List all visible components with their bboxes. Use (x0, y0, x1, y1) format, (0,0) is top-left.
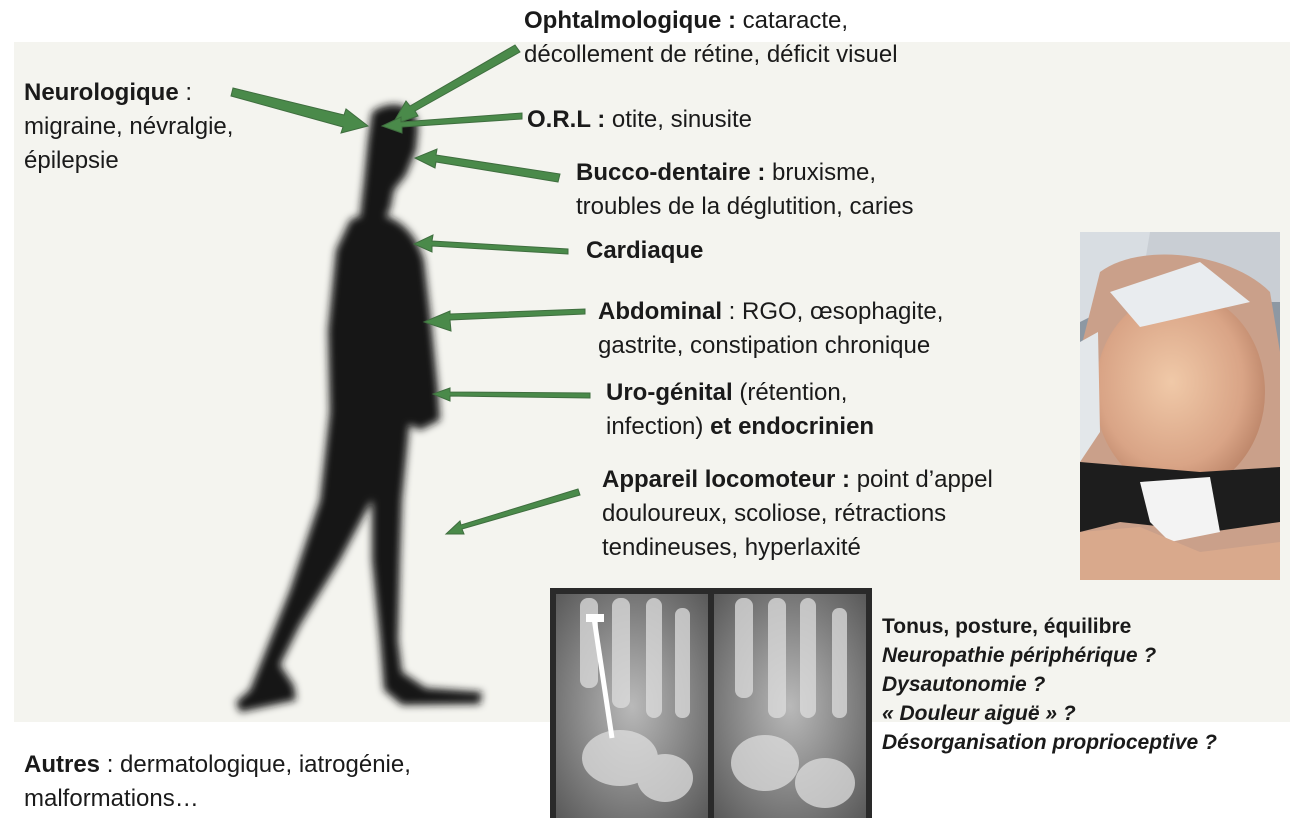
arrow-bucco (415, 149, 560, 182)
label-cardiaque: Cardiaque (586, 234, 703, 268)
arrow-cardiaque (414, 235, 568, 254)
label-autres: Autres : dermatologique, iatrogénie, mal… (24, 748, 411, 816)
walking-silhouette (236, 105, 482, 712)
abdomen-photo (1080, 232, 1280, 580)
foot-xray (550, 588, 872, 818)
arrow-loco (446, 489, 580, 534)
label-abdominal: Abdominal : RGO, œsophagite, gastrite, c… (598, 295, 943, 363)
arrow-uro (433, 388, 590, 401)
label-tonus: Tonus, posture, équilibre Neuropathie pé… (882, 612, 1217, 757)
label-appareil-locomoteur: Appareil locomoteur : point d’appel doul… (602, 463, 993, 565)
label-ophtalmologique: Ophtalmologique : cataracte, décollement… (524, 4, 898, 72)
arrow-ophta (392, 45, 520, 125)
label-orl: O.R.L : otite, sinusite (527, 103, 752, 137)
label-uro-genital: Uro-génital (rétention, infection) et en… (606, 376, 874, 444)
arrow-abdominal (424, 309, 585, 331)
arrow-neuro (231, 88, 368, 133)
label-neurologique: Neurologique : migraine, névralgie, épil… (24, 76, 233, 178)
label-bucco-dentaire: Bucco-dentaire : bruxisme, troubles de l… (576, 156, 914, 224)
